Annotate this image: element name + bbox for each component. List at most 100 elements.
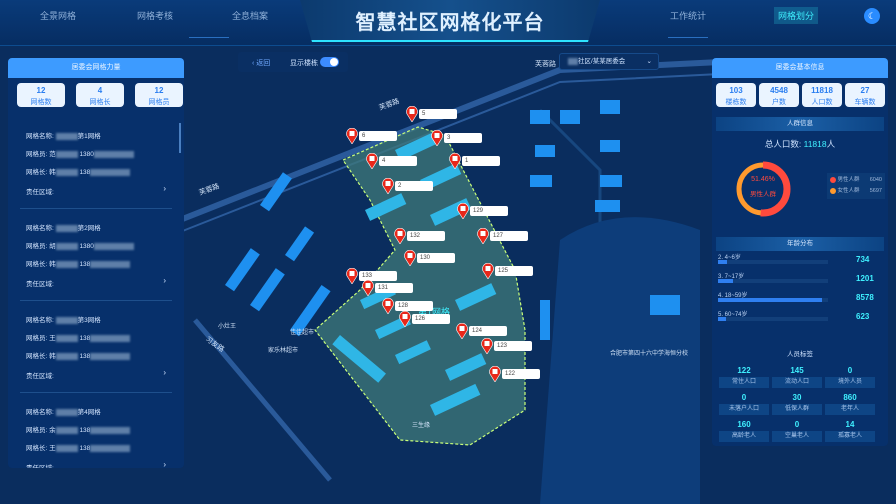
building-marker-icon[interactable] (489, 365, 501, 383)
building-number-label[interactable]: 6 (359, 131, 397, 141)
responsibility-area-row[interactable]: 责任区域: (26, 462, 176, 468)
show-buildings-toggle[interactable] (320, 57, 339, 67)
building-marker-icon[interactable] (481, 337, 493, 355)
building-number-label[interactable]: 126 (412, 314, 450, 324)
nav-grid-assessment[interactable]: 网格考核 (137, 11, 174, 21)
phone-number: 138 (79, 335, 91, 342)
legend-item: 女性人群 5697 (830, 186, 882, 197)
field-label: 责任区域: (26, 281, 54, 288)
person-name: 胡 (49, 243, 56, 250)
tag-label: 境外人员 (825, 377, 875, 388)
svg-text:芙蓉路: 芙蓉路 (535, 59, 556, 68)
building-marker-icon[interactable] (362, 279, 374, 297)
building-number-label[interactable]: 123 (494, 341, 532, 351)
field-label: 网格长: (26, 445, 48, 452)
age-row: 4. 18~59岁 8578 (718, 290, 878, 306)
building-marker-icon[interactable] (382, 177, 394, 195)
svg-text:佳佳超市: 佳佳超市 (290, 328, 314, 336)
building-number-label[interactable]: 4 (379, 156, 417, 166)
building-number-label[interactable]: 1 (462, 156, 500, 166)
responsibility-area-row[interactable]: 责任区域: (26, 370, 176, 380)
svg-text:第1网格: 第1网格 (418, 306, 450, 317)
building-marker-icon[interactable] (399, 310, 411, 328)
field-label: 网格名称: (26, 133, 54, 140)
building-number-label[interactable]: 133 (359, 271, 397, 281)
building-marker-icon[interactable] (366, 152, 378, 170)
building-number-label[interactable]: 5 (419, 109, 457, 119)
building-marker-icon[interactable] (406, 105, 418, 123)
grid-name-row: 网格名称: 第1网格 (26, 130, 101, 140)
building-number-label[interactable]: 128 (395, 301, 433, 311)
nav-panorama-grid[interactable]: 全景网格 (40, 11, 77, 21)
stat-label: 人口数 (811, 99, 833, 106)
building-marker-icon[interactable] (431, 129, 443, 147)
tag-label: 低保人群 (772, 404, 822, 415)
building-number-label[interactable]: 3 (444, 133, 482, 143)
grid-leader-row: 网格长: 王 138 (26, 442, 131, 452)
tag-value: 160 (737, 420, 751, 429)
building-number-label[interactable]: 132 (407, 231, 445, 241)
building-number-label[interactable]: 124 (469, 326, 507, 336)
building-number-label[interactable]: 125 (495, 266, 533, 276)
building-number-label[interactable]: 129 (470, 206, 508, 216)
building-marker-icon[interactable] (404, 249, 416, 267)
chevron-right-icon[interactable]: › (163, 184, 166, 193)
nav-work-statistics[interactable]: 工作统计 (670, 11, 707, 21)
age-bar (718, 260, 727, 264)
building-number-label[interactable]: 122 (502, 369, 540, 379)
age-value: 623 (856, 312, 870, 321)
age-value: 8578 (856, 293, 874, 302)
building-marker-icon[interactable] (346, 127, 358, 145)
field-value: 第2网格 (77, 225, 101, 232)
building-marker-icon[interactable] (382, 297, 394, 315)
tag-value: 0 (741, 393, 747, 402)
age-bar-track (718, 260, 828, 264)
community-select[interactable]: 社区/某某居委会⌄ (559, 53, 659, 70)
building-marker-icon[interactable] (346, 267, 358, 285)
building-number-label[interactable]: 130 (417, 253, 455, 263)
donut-percent: 51.46% (751, 176, 775, 183)
donut-male-arc (735, 161, 791, 217)
field-label: 责任区域: (26, 373, 54, 380)
back-button[interactable]: ‹ 返回 (252, 60, 271, 67)
building-marker-icon[interactable] (456, 322, 468, 340)
building-number-label[interactable]: 131 (375, 283, 413, 293)
theme-toggle-moon-icon[interactable]: ☾ (864, 8, 880, 24)
building-marker-icon[interactable] (477, 227, 489, 245)
building-marker-icon[interactable] (457, 202, 469, 220)
building-marker-icon[interactable] (394, 227, 406, 245)
title-banner: 智慧社区网格化平台 (300, 0, 600, 42)
phone-number: 138 (79, 353, 91, 360)
responsibility-area-row[interactable]: 责任区域: (26, 278, 176, 288)
chevron-right-icon[interactable]: › (163, 460, 166, 468)
age-bar (718, 298, 822, 302)
nav-holographic-archive[interactable]: 全息档案 (232, 11, 269, 21)
responsibility-area-row[interactable]: 责任区域: (26, 186, 176, 196)
person-name: 余 (49, 427, 56, 434)
stat-value: 103 (729, 86, 743, 95)
field-label: 网格长: (26, 261, 48, 268)
scrollbar[interactable] (179, 123, 181, 153)
crowd-info-header: 人群信息 (716, 117, 884, 131)
building-marker-icon[interactable] (449, 152, 461, 170)
building-marker-icon[interactable] (482, 262, 494, 280)
nav-grid-division[interactable]: 网格划分 (774, 7, 819, 24)
chevron-right-icon[interactable]: › (163, 276, 166, 285)
tag-label: 流动人口 (772, 377, 822, 388)
building-number-label[interactable]: 127 (490, 231, 528, 241)
building-number-label[interactable]: 2 (395, 181, 433, 191)
chevron-right-icon[interactable]: › (163, 368, 166, 377)
field-label: 网格名称: (26, 225, 54, 232)
svg-text:家乐林超市: 家乐林超市 (268, 346, 298, 354)
field-label: 网格员: (26, 151, 48, 158)
age-label: 4. 18~59岁 (718, 293, 748, 299)
